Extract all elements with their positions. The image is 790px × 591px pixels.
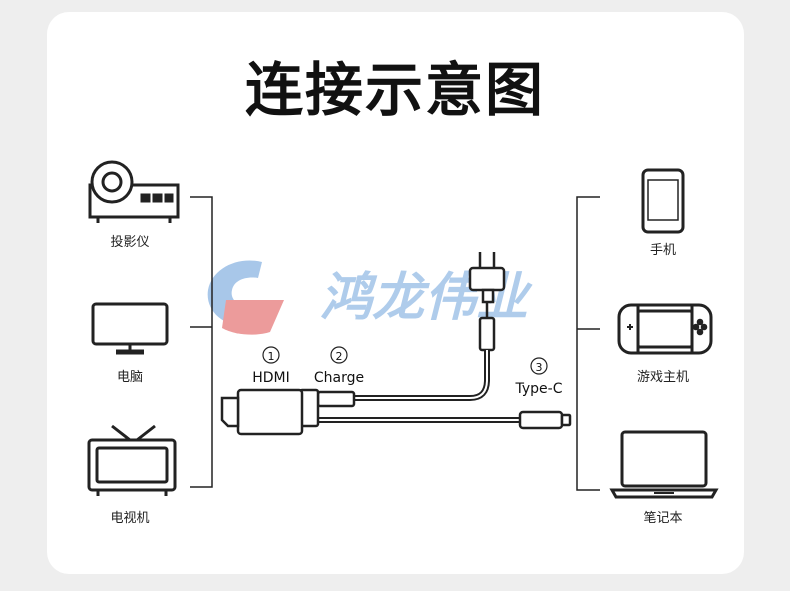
tv-icon <box>87 424 177 496</box>
hdmi-plug-tip <box>220 396 240 428</box>
device-label-projector: 投影仪 <box>110 234 149 250</box>
left-bracket <box>190 196 213 488</box>
port-number-hdmi: 1 <box>268 350 275 363</box>
port-marker-charge <box>330 346 348 364</box>
projector-icon <box>88 160 180 223</box>
device-label-phone: 手机 <box>650 243 676 258</box>
device-label-game-console: 游戏主机 <box>637 370 689 385</box>
cable-assembly <box>220 252 572 436</box>
port-number-typec: 3 <box>536 361 543 374</box>
game-console-icon <box>617 303 713 355</box>
monitor-icon <box>91 302 169 355</box>
right-bracket <box>576 196 600 491</box>
diagram-title: 连接示意图 <box>244 56 545 124</box>
port-marker-typec <box>530 357 548 375</box>
device-label-tv: 电视机 <box>110 511 149 526</box>
device-label-computer: 电脑 <box>117 370 143 385</box>
port-label-hdmi: HDMI <box>252 370 290 386</box>
usb-charger-plug <box>468 252 506 352</box>
watermark-logo <box>207 260 284 335</box>
hdmi-connector <box>236 388 304 436</box>
port-marker-hdmi <box>262 346 280 364</box>
port-number-charge: 2 <box>336 350 343 363</box>
device-label-laptop: 笔记本 <box>643 510 682 526</box>
diagram-card <box>47 12 744 574</box>
port-label-charge: Charge <box>314 370 364 386</box>
phone-icon <box>641 168 685 234</box>
typec-connector <box>518 410 564 430</box>
port-label-typec: Type-C <box>515 381 563 397</box>
laptop-icon <box>609 430 719 499</box>
charge-connector <box>316 390 356 408</box>
